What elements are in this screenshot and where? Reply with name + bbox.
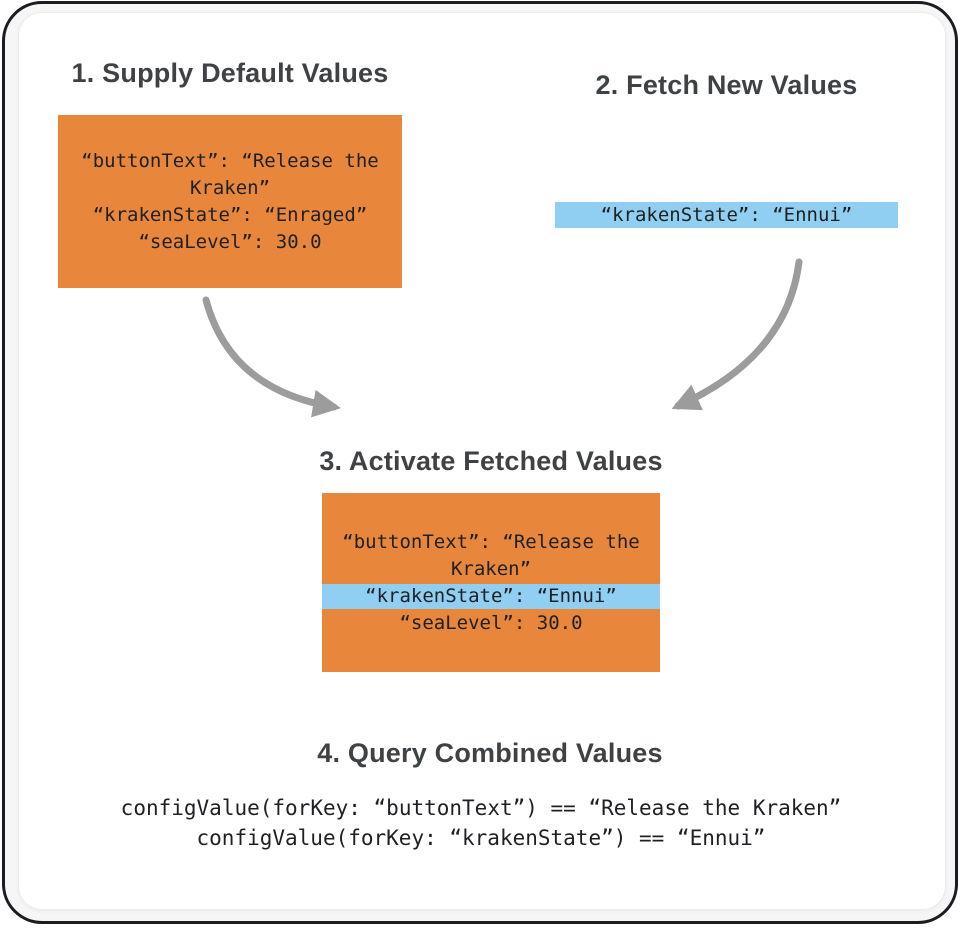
query-line: configValue(forKey: “buttonText”) == “Re… [120,796,842,820]
code-line: Kraken” [189,176,271,199]
step1-title: 1. Supply Default Values [71,58,389,88]
query-line: configValue(forKey: “krakenState”) == “E… [196,826,766,850]
code-line: “buttonText”: “Release the [342,530,640,553]
step4-query-code: configValue(forKey: “buttonText”) == “Re… [0,793,962,853]
step1-default-values-box: “buttonText”: “Release the Kraken” “krak… [58,115,402,288]
code-line: “seaLevel”: 30.0 [399,611,583,634]
curved-arrow-down-left-icon [671,258,803,411]
step3-title: 3. Activate Fetched Values [319,446,663,476]
code-line: “krakenState”: “Enraged” [92,203,368,226]
highlighted-fetched-line: “krakenState”: “Ennui” [322,583,660,609]
code-line: “buttonText”: “Release the [81,149,379,172]
code-line: “seaLevel”: 30.0 [138,230,322,253]
step2-fetched-value-line: “krakenState”: “Ennui” [555,202,898,228]
step3-activated-values-box: “buttonText”: “Release the Kraken” “krak… [322,493,660,672]
step4-title: 4. Query Combined Values [317,738,663,768]
step2-title: 2. Fetch New Values [595,70,858,100]
code-line: Kraken” [450,557,532,580]
curved-arrow-down-right-icon [202,296,341,418]
